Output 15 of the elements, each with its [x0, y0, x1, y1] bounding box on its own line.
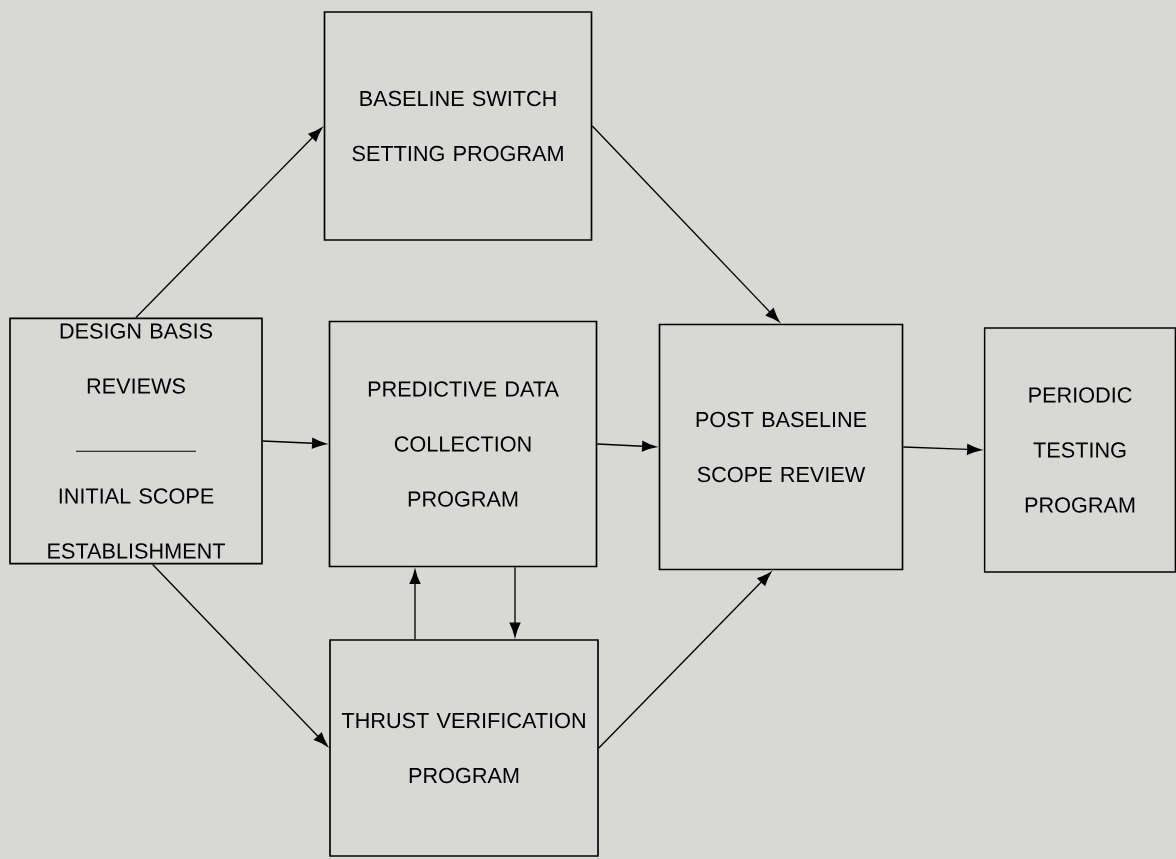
- process-box: PREDICTIVE DATA COLLECTION PROGRAM: [328, 320, 598, 568]
- process-box: THRUST VERIFICATION PROGRAM: [329, 639, 599, 857]
- arrow: [135, 127, 323, 319]
- arrow: [598, 571, 772, 749]
- arrow: [509, 566, 521, 637]
- process-box: PERIODIC TESTING PROGRAM: [983, 327, 1176, 573]
- arrow: [152, 563, 328, 747]
- arrow: [262, 437, 327, 449]
- arrow: [902, 444, 982, 455]
- arrow: [596, 440, 657, 452]
- process-box: POST BASELINE SCOPE REVIEW: [658, 323, 904, 571]
- process-box: BASELINE SWITCH SETTING PROGRAM: [323, 11, 593, 241]
- arrow: [591, 125, 780, 323]
- process-box: DESIGN BASIS REVIEWS INITIAL SCOPE ESTABLISHMENT: [9, 317, 263, 565]
- arrow: [409, 569, 421, 640]
